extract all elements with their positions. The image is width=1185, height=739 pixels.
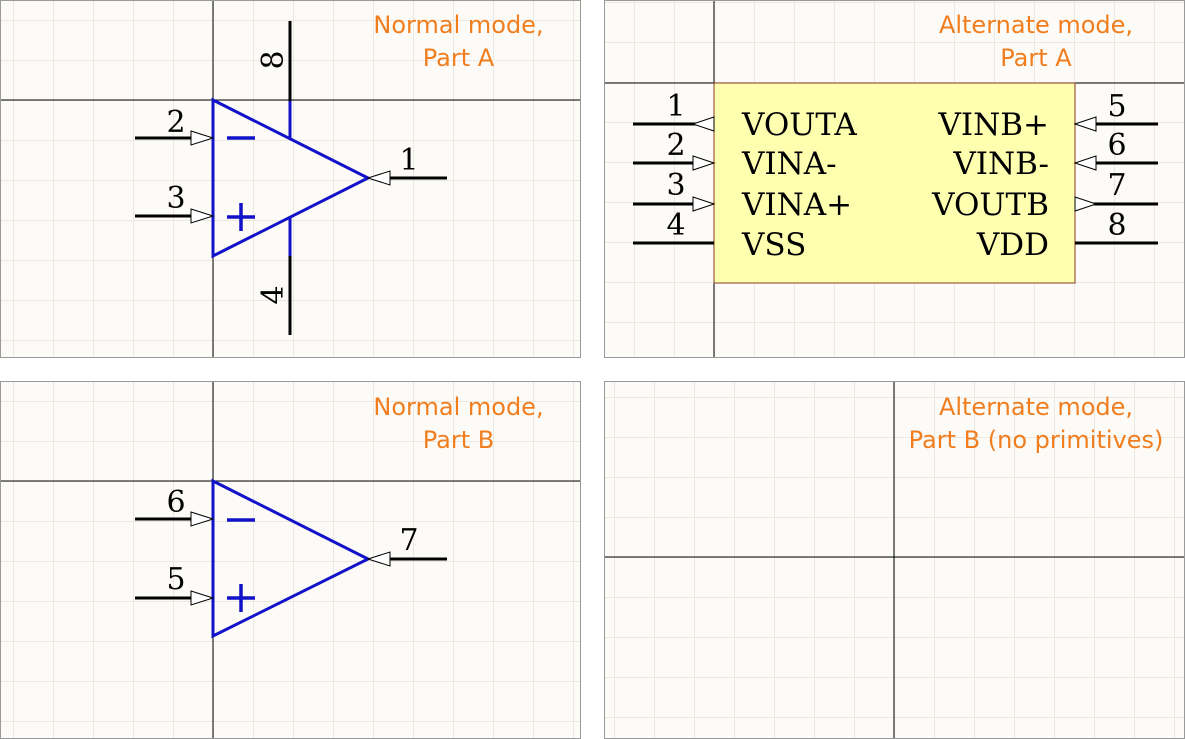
pin-number: 6 [1107, 128, 1126, 163]
panel-caption: Alternate mode, Part A [927, 9, 1145, 75]
pin-number: 1 [666, 89, 685, 124]
pin-number: 4 [666, 208, 685, 243]
schematic-canvas: 6 5 7 [1, 382, 580, 738]
output-arrow-icon [1074, 196, 1098, 212]
panel-caption: Alternate mode, Part B (no primitives) [895, 391, 1177, 457]
pin-number: 7 [1107, 168, 1126, 203]
schematic-canvas: 2 3 1 8 4 [1, 1, 580, 357]
caption-line-2: Part A [422, 44, 495, 72]
pin-number: 8 [1107, 208, 1126, 243]
caption-line-1: Normal mode, [373, 11, 544, 39]
pin-name: VINA- [741, 146, 837, 182]
output-arrow-icon [366, 170, 391, 186]
pin-number: 3 [666, 168, 685, 203]
pin-number-vneg: 4 [256, 285, 291, 304]
panel-normal-part-b: 6 5 7 Normal mode, Part B [0, 381, 581, 739]
input-arrow-icon [1073, 155, 1097, 171]
pin-name: VOUTB [931, 187, 1049, 223]
pin-number: 5 [1107, 89, 1126, 124]
panel-caption: Normal mode, Part B [361, 391, 556, 457]
input-arrow-icon [190, 511, 215, 527]
pin-name: VINA+ [741, 187, 852, 223]
input-arrow-icon [692, 155, 716, 171]
input-arrow-icon [190, 208, 215, 224]
opamp-body[interactable] [211, 97, 372, 259]
pin-name: VOUTA [741, 107, 857, 143]
caption-line-1: Normal mode, [373, 393, 544, 421]
input-arrow-icon [692, 196, 716, 212]
output-arrow-icon [366, 551, 391, 567]
panel-alternate-part-b: Alternate mode, Part B (no primitives) [604, 381, 1185, 739]
component-body[interactable] [713, 82, 1076, 284]
panel-normal-part-a: 2 3 1 8 4 Normal mode, Part A [0, 0, 581, 358]
caption-line-1: Alternate mode, [938, 393, 1134, 421]
pin-name: VDD [976, 227, 1049, 263]
pin-number-inv: 6 [166, 485, 185, 520]
pin-number-out: 7 [399, 523, 418, 558]
pin-number-inv: 2 [166, 105, 185, 140]
caption-line-2: Part A [1000, 44, 1072, 72]
pin-number-vpos: 8 [256, 50, 291, 69]
schematic-canvas [605, 382, 1184, 738]
pin-number-noninv: 5 [166, 562, 185, 597]
pin-name: VINB+ [937, 107, 1049, 143]
pin-number: 2 [666, 128, 685, 163]
pin-number-out: 1 [399, 143, 418, 178]
pin-name: VINB- [952, 146, 1049, 182]
caption-line-1: Alternate mode, [938, 11, 1134, 39]
input-arrow-icon [1073, 116, 1097, 132]
panel-alternate-part-a: 1 2 3 4 5 6 7 8 VOUTA VINA- VINA+ VSS VI… [604, 0, 1185, 358]
caption-line-2: Part B (no primitives) [908, 426, 1164, 454]
opamp-body[interactable] [211, 478, 372, 639]
input-arrow-icon [190, 130, 215, 146]
input-arrow-icon [190, 590, 215, 606]
schematic-canvas: 1 2 3 4 5 6 7 8 VOUTA VINA- VINA+ VSS VI… [605, 1, 1184, 357]
panel-caption: Normal mode, Part A [361, 9, 556, 75]
pin-name: VSS [741, 227, 806, 263]
pin-number-noninv: 3 [166, 181, 185, 216]
output-arrow-icon [691, 116, 715, 132]
caption-line-2: Part B [422, 426, 495, 454]
